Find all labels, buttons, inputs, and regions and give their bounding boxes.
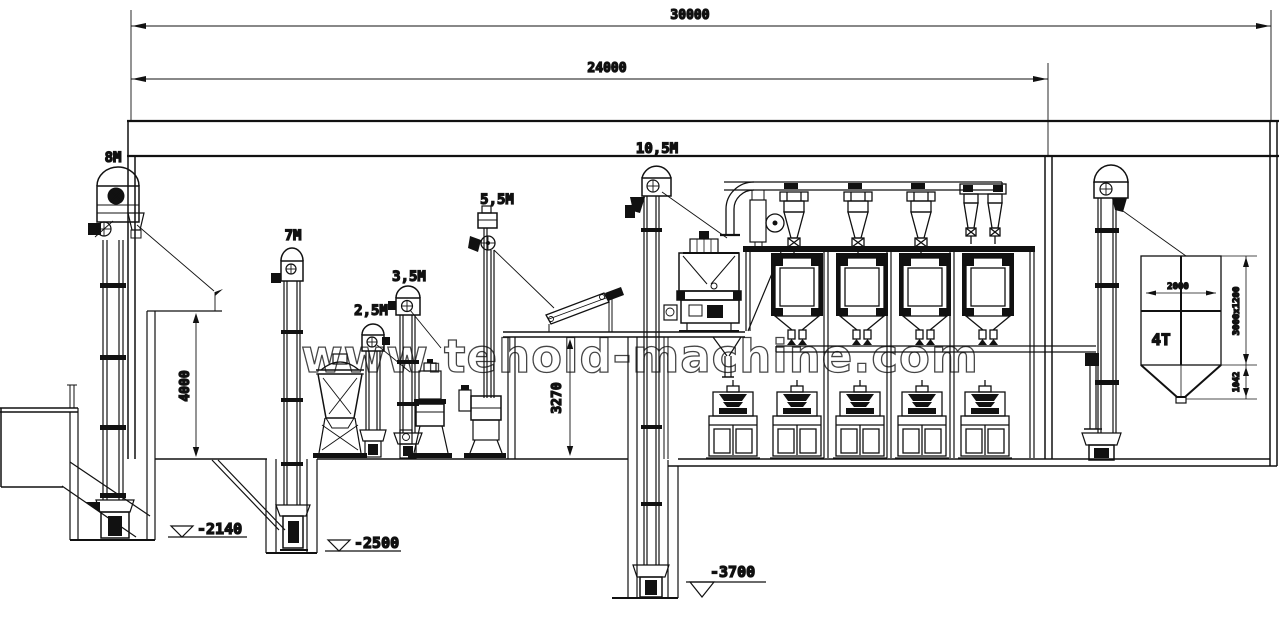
label-elevator-5-5m: 5,5M — [480, 192, 514, 208]
level-marker-3700: -3700 — [686, 562, 766, 598]
label-elevator-7m: 7M — [285, 228, 302, 244]
dimension-intake-4000: 4000 — [177, 313, 200, 457]
level-2500-text: -2500 — [354, 534, 399, 552]
inclined-conveyor — [545, 287, 624, 332]
level-marker-2140: -2140 — [168, 519, 247, 539]
bin-elevator — [1081, 164, 1187, 461]
dimension-mezzanine-3270: 3270 — [549, 339, 574, 456]
bucket-elevator-5-5m: 5,5M — [468, 191, 555, 398]
roller-mill-4 — [894, 379, 950, 459]
watermark-text: www.tehold-machine.com — [301, 330, 979, 383]
pit-cleaning — [211, 459, 318, 554]
building-shell — [127, 119, 1279, 467]
dim-milling-text: 24000 — [587, 61, 626, 76]
intake-hopper — [0, 384, 151, 538]
cyclone-3 — [906, 191, 936, 254]
bin-capacity-label: 4T — [1151, 330, 1170, 349]
boot-machine — [458, 385, 506, 458]
level-marker-2500: -2500 — [325, 533, 401, 553]
dimension-overall-30000: 30000 — [130, 7, 1272, 121]
vibro-separator — [313, 353, 367, 458]
label-elevator-8m: 8M — [105, 150, 122, 166]
bucket-elevator-7m: 7M — [271, 227, 311, 551]
roller-mill-1 — [705, 379, 761, 459]
dimension-milling-24000: 24000 — [131, 60, 1049, 157]
bin-section-dim: 3000x1200 — [1232, 287, 1242, 336]
label-elevator-3-5m: 3,5M — [392, 269, 426, 285]
roller-mill-5 — [957, 379, 1013, 459]
dim-mezzanine-text: 3270 — [550, 382, 565, 413]
pneumatic-duct — [720, 181, 1003, 237]
mezzanine-room — [503, 331, 745, 598]
label-elevator-2-5m: 2,5M — [354, 303, 388, 319]
fan — [749, 189, 785, 246]
label-elevator-10-5m: 10,5M — [636, 141, 678, 157]
level-3700-text: -3700 — [710, 563, 755, 581]
bucket-elevator-2-5m: 2,5M — [353, 302, 411, 458]
purifier — [663, 231, 742, 378]
collecting-conveyor — [775, 345, 1102, 430]
level-2140-text: -2140 — [197, 520, 242, 538]
cyclone-2 — [843, 191, 873, 254]
pit-milling — [612, 460, 679, 599]
cyclone-twin — [959, 183, 1007, 245]
bin-cone-dim: 1042 — [1232, 372, 1242, 392]
roller-mill-2 — [769, 379, 825, 459]
dim-overall-text: 30000 — [670, 8, 709, 23]
intake-ledge — [147, 289, 223, 312]
dim-intake-text: 4000 — [178, 370, 193, 401]
roller-mill-3 — [832, 379, 888, 459]
destoner — [399, 359, 452, 458]
bucket-elevator-10-5m: 10,5M — [625, 140, 728, 598]
sifter-platform — [743, 246, 1035, 458]
bucket-elevator-8m: 8M — [86, 149, 215, 541]
storage-bin-4t: 4T 2000 3000x1200 1042 — [1140, 255, 1257, 404]
bin-width-dim: 2000 — [1167, 282, 1189, 292]
